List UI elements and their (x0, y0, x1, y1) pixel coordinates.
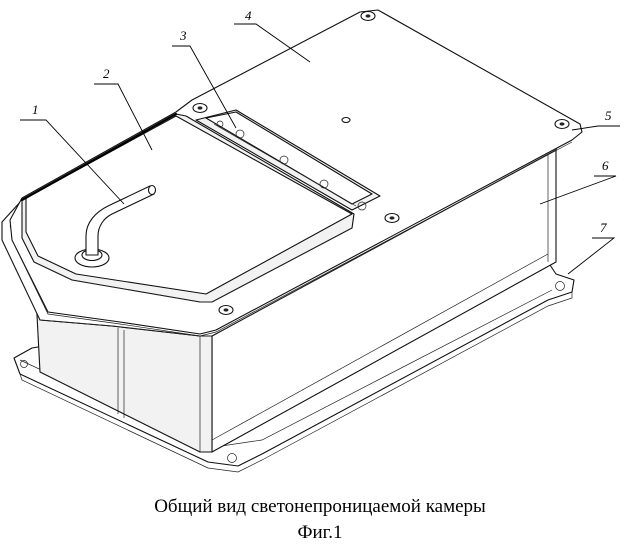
caption-figure-number: Фиг.1 (0, 520, 640, 546)
label-part-6: 6 (602, 158, 609, 173)
label-part-2: 2 (103, 66, 110, 81)
label-part-4: 4 (245, 8, 252, 23)
label-part-7: 7 (600, 220, 607, 235)
label-part-5: 5 (605, 108, 612, 123)
caption-description: Общий вид светонепроницаемой камеры (0, 494, 640, 520)
camera-drawing: 1 2 3 4 5 6 7 (0, 0, 640, 490)
label-part-3: 3 (179, 28, 187, 43)
figure-caption: Общий вид светонепроницаемой камеры Фиг.… (0, 494, 640, 546)
label-part-1: 1 (32, 102, 39, 117)
